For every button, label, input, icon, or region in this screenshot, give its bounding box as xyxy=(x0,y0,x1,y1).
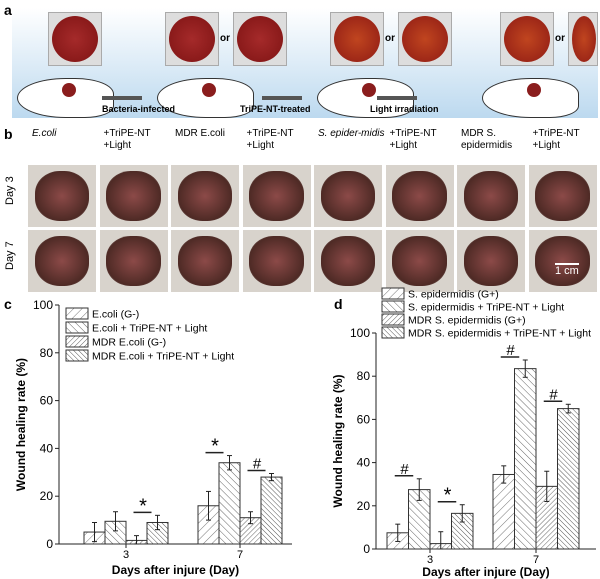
wound-photo xyxy=(28,165,96,227)
photo-column-label: +TriPE-NT +Light xyxy=(389,128,437,151)
legend-swatch xyxy=(381,326,405,339)
legend-swatch xyxy=(65,307,89,320)
y-tick-label: 20 xyxy=(40,489,54,503)
y-axis-title: Wound healing rate (%) xyxy=(14,358,28,491)
x-tick-label: 7 xyxy=(237,549,243,561)
scale-bar: 1 cm xyxy=(555,263,579,277)
wound-photo xyxy=(171,165,239,227)
bar xyxy=(260,476,283,545)
significance-mark: # xyxy=(400,461,409,478)
bar xyxy=(514,368,537,550)
legend-label: E.coli (G-) xyxy=(92,309,139,321)
legend-swatch xyxy=(65,335,89,348)
legend-label: S. epidermidis (G+) xyxy=(408,289,499,301)
mouse-illustration xyxy=(157,78,254,118)
x-tick-label: 3 xyxy=(123,549,129,561)
legend-swatch xyxy=(381,300,405,313)
panel-label-b: b xyxy=(4,126,13,142)
panel-label-a: a xyxy=(4,2,12,18)
step-label: Light irradiation xyxy=(370,104,439,114)
photo-column-label: MDR E.coli xyxy=(175,128,226,139)
y-tick-label: 100 xyxy=(350,326,370,340)
x-axis-title: Days after injure (Day) xyxy=(422,565,549,579)
wound-photo xyxy=(528,230,597,292)
legend-swatch xyxy=(65,321,89,334)
step-label: Bacteria-infected xyxy=(102,104,176,114)
wound-zoom-circle xyxy=(165,12,219,66)
legend-label: MDR S. epidermidis (G+) xyxy=(408,315,526,327)
wound-photo xyxy=(457,230,525,292)
wound-zoom-circle xyxy=(233,12,287,66)
or-label: or xyxy=(220,33,230,44)
y-tick-label: 0 xyxy=(363,542,370,556)
significance-mark: # xyxy=(506,342,515,359)
wound-photo xyxy=(242,230,311,292)
wound-photo xyxy=(99,165,168,227)
y-tick-label: 80 xyxy=(357,369,371,383)
wound-photo xyxy=(99,230,168,292)
wound-zoom-circle xyxy=(500,12,554,66)
y-axis-title: Wound healing rate (%) xyxy=(331,374,345,507)
y-tick-label: 80 xyxy=(40,346,54,360)
bar xyxy=(492,473,515,550)
photo-column-label: +TriPE-NT +Light xyxy=(246,128,294,151)
legend-label: MDR S. epidermidis + TriPE-NT + Light xyxy=(408,328,591,340)
photo-column-label: +TriPE-NT +Light xyxy=(532,128,580,151)
arrow-icon xyxy=(377,96,417,100)
wound-zoom-circle xyxy=(398,12,452,66)
y-tick-label: 40 xyxy=(357,456,371,470)
significance-mark: # xyxy=(549,386,558,403)
wound-photo xyxy=(314,165,382,227)
photo-column-label: MDR S. epidermidis xyxy=(461,128,513,151)
wound-photo xyxy=(457,165,525,227)
wound-photo xyxy=(28,230,96,292)
significance-mark: * xyxy=(444,485,452,507)
mouse-illustration xyxy=(482,78,579,118)
bar xyxy=(218,462,241,545)
y-tick-label: 60 xyxy=(357,412,371,426)
wound-zoom-circle xyxy=(330,12,384,66)
arrow-icon xyxy=(102,96,142,100)
legend-swatch xyxy=(65,349,89,362)
legend-swatch xyxy=(381,287,405,300)
wound-zoom-circle xyxy=(568,12,598,66)
y-tick-label: 60 xyxy=(40,394,54,408)
experiment-scheme: or or or Bacteria-infected TriPE-NT-trea… xyxy=(12,8,598,118)
or-label: or xyxy=(555,33,565,44)
wound-photo xyxy=(314,230,382,292)
bar xyxy=(557,408,580,550)
panel-label-d: d xyxy=(334,296,343,312)
x-tick-label: 7 xyxy=(533,554,539,566)
significance-mark: # xyxy=(253,455,262,472)
mouse-illustration xyxy=(17,78,114,118)
wound-photo xyxy=(171,230,239,292)
significance-mark: * xyxy=(139,495,147,517)
photo-column-label: E.coli xyxy=(32,128,57,139)
x-axis-title: Days after injure (Day) xyxy=(112,563,239,577)
photo-column-label: S. epider-midis xyxy=(318,128,385,139)
y-tick-label: 100 xyxy=(33,298,53,312)
photo-column-label: +TriPE-NT +Light xyxy=(103,128,151,151)
y-tick-label: 40 xyxy=(40,441,54,455)
legend-label: S. epidermidis + TriPE-NT + Light xyxy=(408,302,564,314)
wound-photo xyxy=(242,165,311,227)
step-label: TriPE-NT-treated xyxy=(240,104,311,114)
legend-label: MDR E.coli (G-) xyxy=(92,337,166,349)
significance-mark: * xyxy=(211,436,219,458)
wound-photo xyxy=(528,165,597,227)
y-tick-label: 0 xyxy=(46,537,53,551)
arrow-icon xyxy=(262,96,302,100)
wound-photo xyxy=(385,165,454,227)
legend-swatch xyxy=(381,313,405,326)
wound-zoom-circle xyxy=(48,12,102,66)
or-label: or xyxy=(385,33,395,44)
y-tick-label: 20 xyxy=(357,499,371,513)
legend-label: E.coli + TriPE-NT + Light xyxy=(92,323,207,335)
wound-photo xyxy=(385,230,454,292)
x-tick-label: 3 xyxy=(427,554,433,566)
legend-label: MDR E.coli + TriPE-NT + Light xyxy=(92,351,234,363)
panel-label-c: c xyxy=(4,296,12,312)
